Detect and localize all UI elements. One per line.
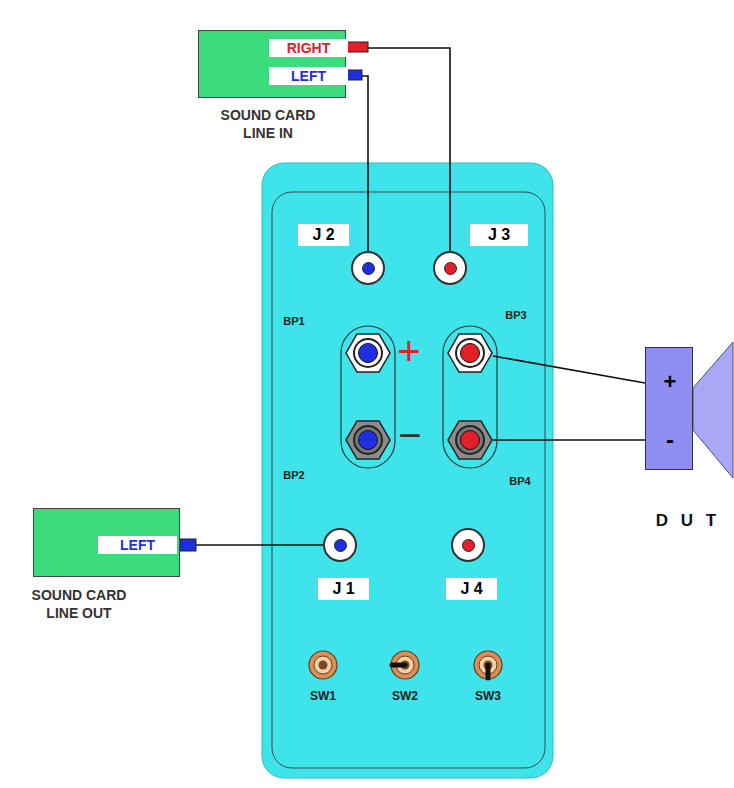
polarity-sign: + [392, 331, 426, 371]
channel-tag: LEFT [269, 67, 348, 85]
jack-pin [334, 539, 347, 552]
jack-pin [362, 262, 375, 275]
switch-shape [473, 650, 503, 680]
binding-post: BP3 [447, 330, 493, 376]
post-nut [346, 421, 390, 459]
sound-card-box: RIGHTLEFTSOUND CARD LINE IN [198, 30, 346, 98]
terminal-sign: + [656, 367, 684, 397]
channel-label: RIGHT [269, 39, 348, 57]
post-collar [456, 426, 484, 454]
right-plug [346, 42, 368, 52]
post-shape [345, 330, 391, 376]
channel-tag: RIGHT [269, 39, 348, 57]
switch-shape [308, 650, 338, 680]
jack-pin [462, 539, 475, 552]
channel-label: LEFT [98, 536, 177, 554]
channel-tag: LEFT [98, 536, 177, 554]
sound-card-box: LEFTSOUND CARD LINE OUT [33, 508, 180, 577]
switch-label: SW3 [464, 688, 512, 704]
jack-label: J 2 [298, 224, 349, 246]
left-plug [346, 70, 362, 80]
switch-lever [392, 663, 405, 668]
polarity-sign: − [393, 415, 427, 455]
wire [177, 544, 323, 546]
speaker-terminal-block: +-D U T [645, 347, 693, 470]
binding-post: BP4 [447, 417, 493, 463]
post-label: BP2 [274, 468, 314, 482]
post-pair-outline [443, 326, 497, 468]
device-caption: SOUND CARD LINE OUT [24, 587, 134, 623]
out-plug [180, 539, 196, 551]
rca-jack: J 2 [351, 251, 385, 285]
device-caption: D U T [641, 510, 734, 532]
jack-label: J 4 [446, 578, 497, 600]
wire [348, 48, 450, 251]
post-cap [359, 344, 378, 363]
wire [493, 356, 645, 383]
post-label: BP4 [500, 474, 540, 488]
switch-shape [390, 650, 420, 680]
post-shape [447, 417, 493, 463]
switch-bushing [319, 661, 328, 670]
switch-nut [474, 651, 502, 679]
switch-ring [314, 656, 332, 674]
channel-label: LEFT [269, 67, 348, 85]
post-shape [345, 417, 391, 463]
post-collar [456, 339, 484, 367]
post-label: BP1 [274, 314, 314, 328]
switch-nut [391, 651, 419, 679]
post-shape [447, 330, 493, 376]
toggle-switch: SW2 [390, 650, 420, 680]
test-panel: J 2J 3BP1BP3BP2BP4J 1J 4SW1SW2SW3+− [262, 163, 553, 778]
post-collar [354, 426, 382, 454]
device-caption: SOUND CARD LINE IN [213, 107, 323, 143]
post-label: BP3 [496, 308, 536, 322]
rca-jack: J 1 [323, 528, 357, 562]
post-pair-outline [341, 326, 395, 468]
binding-post: BP2 [345, 417, 391, 463]
switch-label: SW2 [381, 688, 429, 704]
post-nut [448, 421, 492, 459]
post-cap [461, 431, 480, 450]
post-collar [354, 339, 382, 367]
wire [493, 439, 645, 441]
toggle-switch: SW1 [308, 650, 338, 680]
panel-body [262, 163, 553, 778]
rca-jack: J 4 [451, 528, 485, 562]
jack-label: J 1 [318, 578, 369, 600]
binding-post: BP1 [345, 330, 391, 376]
switch-label: SW1 [299, 688, 347, 704]
switch-lever [486, 665, 491, 678]
jack-label: J 3 [470, 224, 528, 246]
post-cap [359, 431, 378, 450]
toggle-switch: SW3 [473, 650, 503, 680]
jack-pin [444, 262, 457, 275]
rca-jack: J 3 [433, 251, 467, 285]
speaker-cone [693, 342, 733, 478]
panel-inner-outline [272, 192, 545, 768]
terminal-sign: - [656, 425, 684, 455]
wire [348, 76, 368, 251]
post-nut [346, 334, 390, 372]
post-nut [448, 334, 492, 372]
post-cap [461, 344, 480, 363]
switch-nut [309, 651, 337, 679]
